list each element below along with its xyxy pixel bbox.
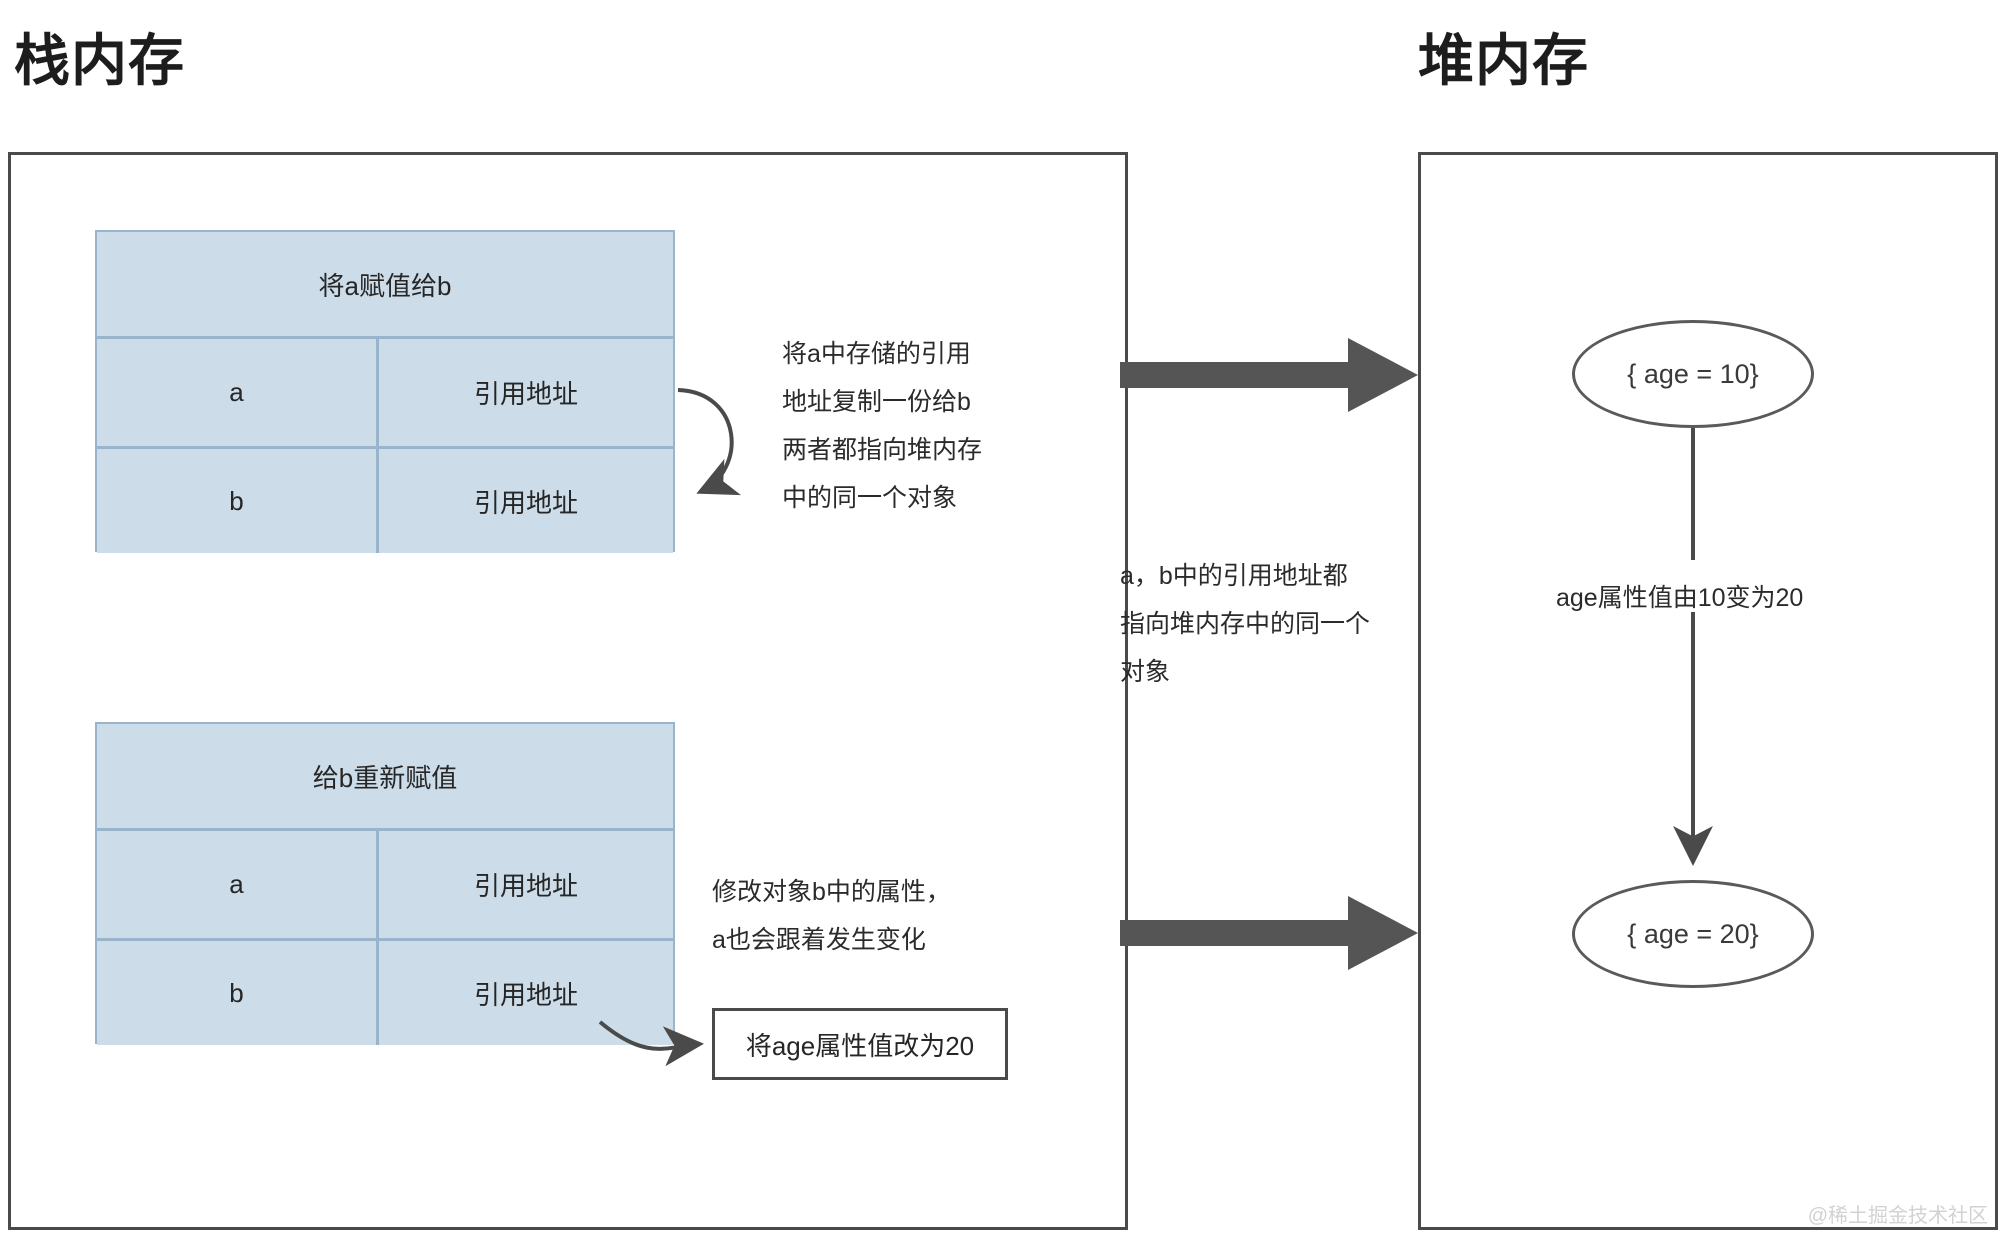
block-arrow-lower xyxy=(1120,896,1418,970)
table-row: b 引用地址 xyxy=(97,446,673,553)
note-modify-property: 修改对象b中的属性， a也会跟着发生变化 xyxy=(712,878,951,954)
table-cell-variable: a xyxy=(97,339,379,446)
table-cell-value: 引用地址 xyxy=(379,449,673,553)
table-row: b 引用地址 xyxy=(97,938,673,1045)
heap-memory-frame xyxy=(1418,152,1998,1230)
callout-change-age-label: 将age属性值改为20 xyxy=(745,1030,975,1061)
heap-object-initial-label: { age = 10} xyxy=(1627,358,1759,389)
heap-object-updated: { age = 20} xyxy=(1572,880,1814,988)
heap-object-initial: { age = 10} xyxy=(1572,320,1814,428)
table-row: a 引用地址 xyxy=(97,339,673,446)
note-age-transition: age属性值由10变为20 xyxy=(1556,584,1804,612)
table-cell-value: 引用地址 xyxy=(379,831,673,938)
stack-table-assign: 将a赋值给b a 引用地址 b 引用地址 xyxy=(95,230,675,553)
stack-table-reassign: 给b重新赋值 a 引用地址 b 引用地址 xyxy=(95,722,675,1045)
heap-object-updated-label: { age = 20} xyxy=(1627,918,1759,949)
block-arrow-upper xyxy=(1120,338,1418,412)
note-copy-reference: 将a中存储的引用 地址复制一份给b 两者都指向堆内存 中的同一个对象 xyxy=(782,340,983,512)
table-reassign-header: 给b重新赋值 xyxy=(97,724,673,831)
table-assign-header: 将a赋值给b xyxy=(97,232,673,339)
table-reassign-header-label: 给b重新赋值 xyxy=(312,762,458,793)
note-same-object: a，b中的引用地址都 指向堆内存中的同一个 对象 xyxy=(1120,562,1371,686)
table-cell-value: 引用地址 xyxy=(379,339,673,446)
stack-memory-title: 栈内存 xyxy=(14,29,185,92)
table-cell-value: 引用地址 xyxy=(379,941,673,1045)
table-cell-variable: b xyxy=(97,941,379,1045)
table-assign-header-label: 将a赋值给b xyxy=(318,270,452,301)
table-cell-variable: a xyxy=(97,831,379,938)
callout-change-age: 将age属性值改为20 xyxy=(712,1008,1008,1080)
heap-memory-title: 堆内存 xyxy=(1418,29,1589,92)
watermark: @稀土掘金技术社区 xyxy=(1807,1205,1988,1227)
table-row: a 引用地址 xyxy=(97,831,673,938)
table-cell-variable: b xyxy=(97,449,379,553)
